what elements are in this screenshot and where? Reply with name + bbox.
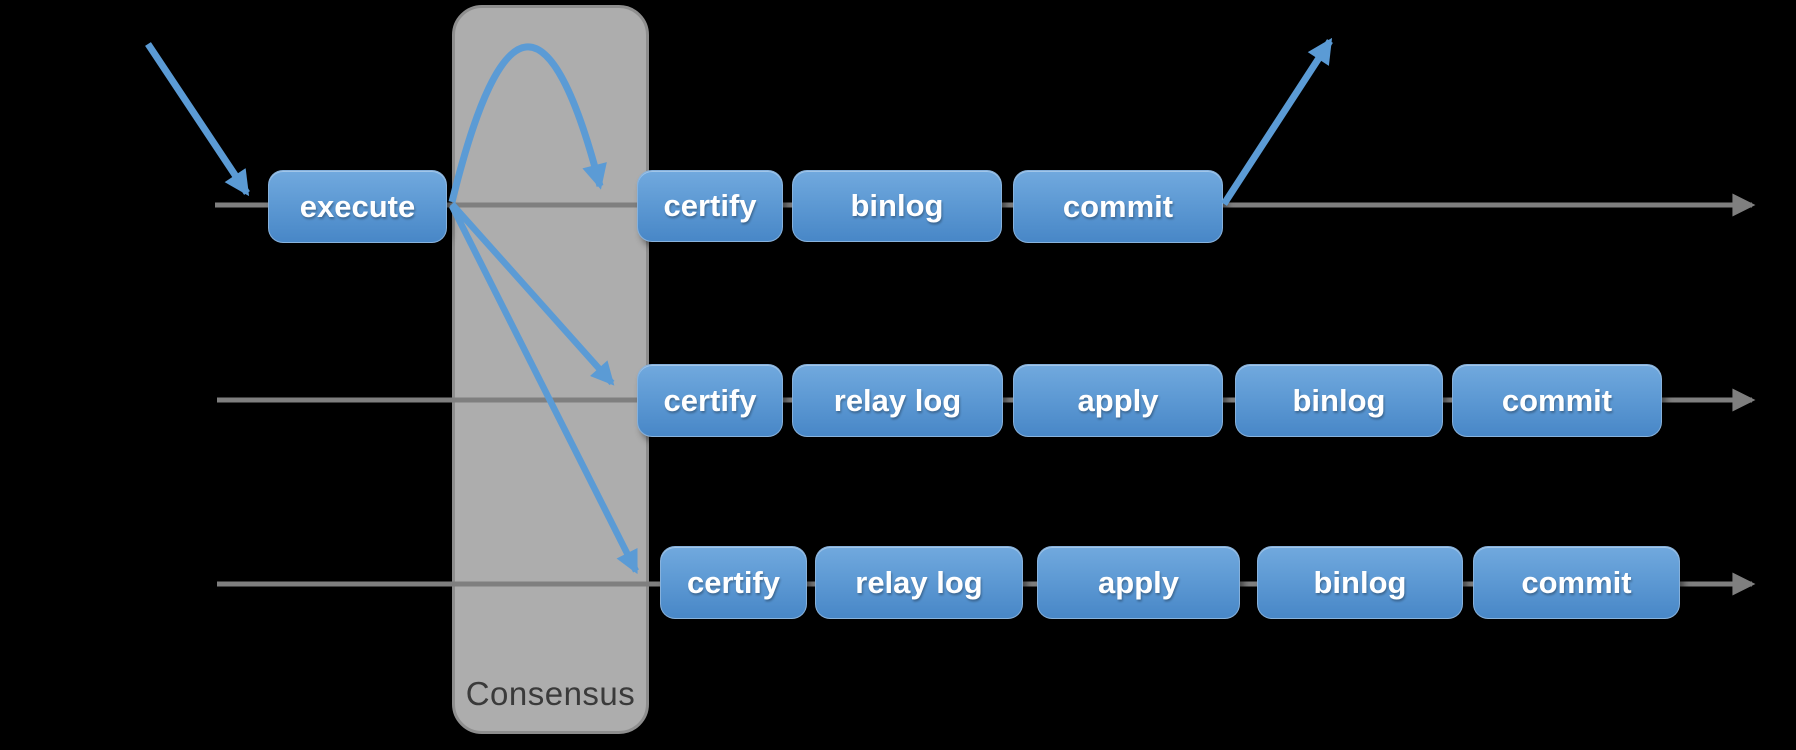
box-row3-apply: apply	[1037, 546, 1240, 619]
box-row2-binlog: binlog	[1235, 364, 1443, 437]
box-row2-relay-log: relay log	[792, 364, 1003, 437]
incoming-transaction-arrow	[145, 42, 250, 197]
box-row1-certify: certify	[637, 170, 783, 242]
box-row2-certify: certify	[637, 364, 783, 437]
outgoing-response-arrow	[1221, 37, 1333, 206]
box-row2-apply: apply	[1013, 364, 1223, 437]
box-row3-binlog: binlog	[1257, 546, 1463, 619]
box-row3-certify: certify	[660, 546, 807, 619]
box-row3-commit: commit	[1473, 546, 1680, 619]
box-row2-commit: commit	[1452, 364, 1662, 437]
box-row3-relay-log: relay log	[815, 546, 1023, 619]
box-row1-binlog: binlog	[792, 170, 1002, 242]
box-row1-commit: commit	[1013, 170, 1223, 243]
box-row1-execute: execute	[268, 170, 447, 243]
consensus-label: Consensus	[465, 675, 636, 712]
consensus-column: Consensus	[452, 5, 649, 734]
